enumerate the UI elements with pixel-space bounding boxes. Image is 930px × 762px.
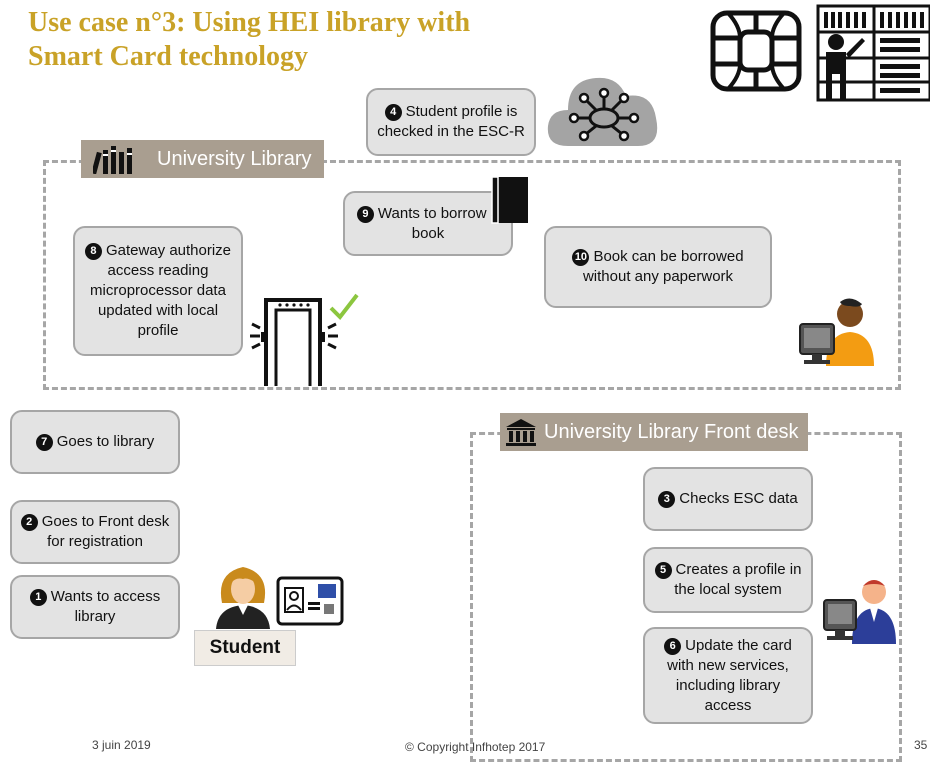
step-8-text: Gateway authorize access reading micropr… <box>90 242 232 339</box>
librarian-computer-icon <box>799 298 874 366</box>
cloud-network-icon <box>547 77 658 146</box>
library-region <box>43 160 901 390</box>
clerk-computer-icon <box>823 580 896 644</box>
title-line-1: Use case n°3: Using HEI library with <box>28 7 471 38</box>
step-1-number: 1 <box>29 589 47 606</box>
step-2-text: Goes to Front desk for registration <box>41 513 170 550</box>
footer-copyright: © Copyright Infhotep 2017 <box>405 740 546 754</box>
bank-building-icon <box>506 419 536 446</box>
id-card-icon <box>276 576 344 626</box>
footer-page-number: 35 <box>914 738 928 752</box>
books-icon <box>93 146 132 174</box>
step-6-number: 6 <box>664 637 682 655</box>
security-gate-icon <box>250 298 338 386</box>
step-4-text: Student profile is checked in the ESC-R <box>377 103 525 140</box>
step-3-text: Checks ESC data <box>679 490 798 507</box>
step-5-number: 5 <box>654 562 672 579</box>
step-5-text: Creates a profile in the local system <box>674 561 802 598</box>
checkmark-icon <box>329 293 359 321</box>
title-line-2: Smart Card technology <box>28 41 308 72</box>
front-desk-header: University Library Front desk <box>500 413 808 451</box>
library-header: University Library <box>81 140 324 178</box>
step-7-text: Goes to library <box>56 433 155 450</box>
library-header-title: University Library <box>157 148 312 170</box>
step-10-number: 10 <box>572 249 590 266</box>
step-4-number: 4 <box>384 104 402 121</box>
step-9-number: 9 <box>356 205 374 223</box>
smart-chip-icon <box>710 10 802 92</box>
front-desk-header-title: University Library Front desk <box>544 421 799 443</box>
step-3-number: 3 <box>658 491 676 508</box>
step-6-text: Update the card with new services, inclu… <box>667 636 792 714</box>
step-2-number: 2 <box>20 514 38 531</box>
step-9-text: Wants to borrow a book <box>377 204 500 242</box>
slide-title: Use case n°3: Using HEI library with Sma… <box>28 6 470 74</box>
librarian-icon <box>816 4 930 102</box>
student-avatar-icon <box>216 567 270 629</box>
step-8-number: 8 <box>84 243 102 260</box>
step-10-text: Book can be borrowed without any paperwo… <box>582 248 744 285</box>
step-1-text: Wants to access library <box>50 588 161 625</box>
student-label: Student <box>194 630 296 666</box>
footer-date: 3 juin 2019 <box>92 738 151 752</box>
book-icon <box>491 176 528 224</box>
step-7-number: 7 <box>35 434 53 451</box>
